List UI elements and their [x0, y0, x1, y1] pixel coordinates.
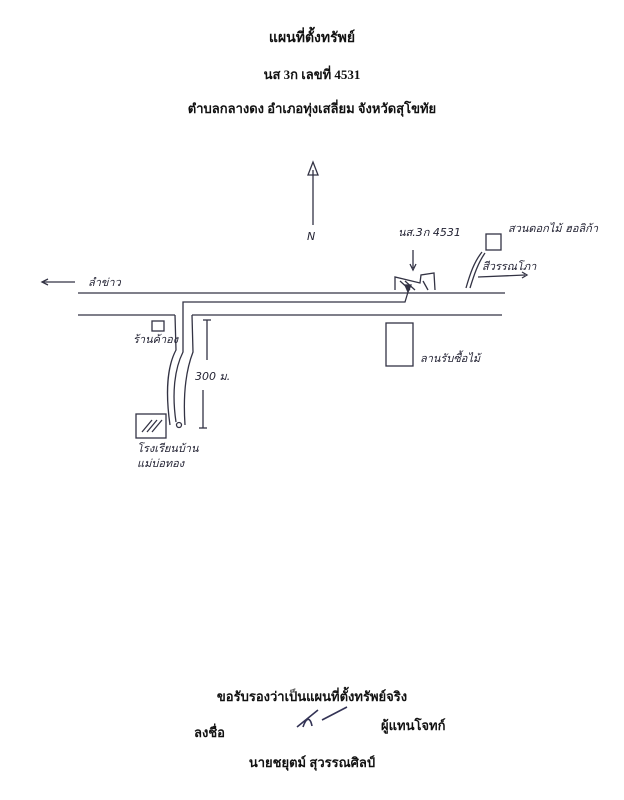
- north-label: N: [307, 230, 315, 243]
- certify-text: ขอรับรองว่าเป็นแผนที่ตั้งทรัพย์จริง: [216, 689, 408, 704]
- garden: สวนดอกไม้ ฮอลิก้า สีวรรณโภา: [465, 222, 599, 289]
- distance-label: 300 ม.: [195, 370, 230, 383]
- location: ตำบลกลางดง อำเภอทุ่งเสลี่ยม จังหวัดสุโขท…: [187, 101, 437, 116]
- garden-label: สวนดอกไม้ ฮอลิก้า: [508, 222, 599, 235]
- page-title: แผนที่ตั้งทรัพย์: [268, 31, 356, 46]
- north-arrow: N: [307, 160, 319, 243]
- lumber-label: ลานรับซื้อไม้: [420, 350, 482, 365]
- school-label-2: แม่บ่อทอง: [137, 457, 186, 470]
- shop: ร้านค้าอง: [133, 320, 180, 346]
- sign-label: ลงชื่อ: [194, 725, 225, 740]
- main-road: [78, 292, 505, 316]
- property-plot: นส.3ก 4531: [394, 226, 461, 291]
- west-label: ลำข่าว: [88, 276, 122, 289]
- property-label: นส.3ก 4531: [398, 226, 461, 239]
- school-label: โรงเรียนบ้าน: [137, 442, 199, 455]
- deed-number: นส 3ก เลขที่ 4531: [263, 67, 361, 82]
- road-label: สีวรรณโภา: [482, 260, 537, 273]
- signature: [296, 706, 348, 728]
- school: โรงเรียนบ้าน แม่บ่อทอง: [135, 413, 199, 470]
- signer-name: นายชยุตม์ สุวรรณศิลป์: [248, 755, 376, 770]
- west-arrow: ลำข่าว: [40, 276, 122, 289]
- signer-role: ผู้แทนโจทก์: [381, 718, 446, 733]
- lumber-yard: ลานรับซื้อไม้: [385, 322, 482, 367]
- shop-label: ร้านค้าอง: [133, 333, 180, 346]
- side-road: 300 ม.: [166, 284, 412, 429]
